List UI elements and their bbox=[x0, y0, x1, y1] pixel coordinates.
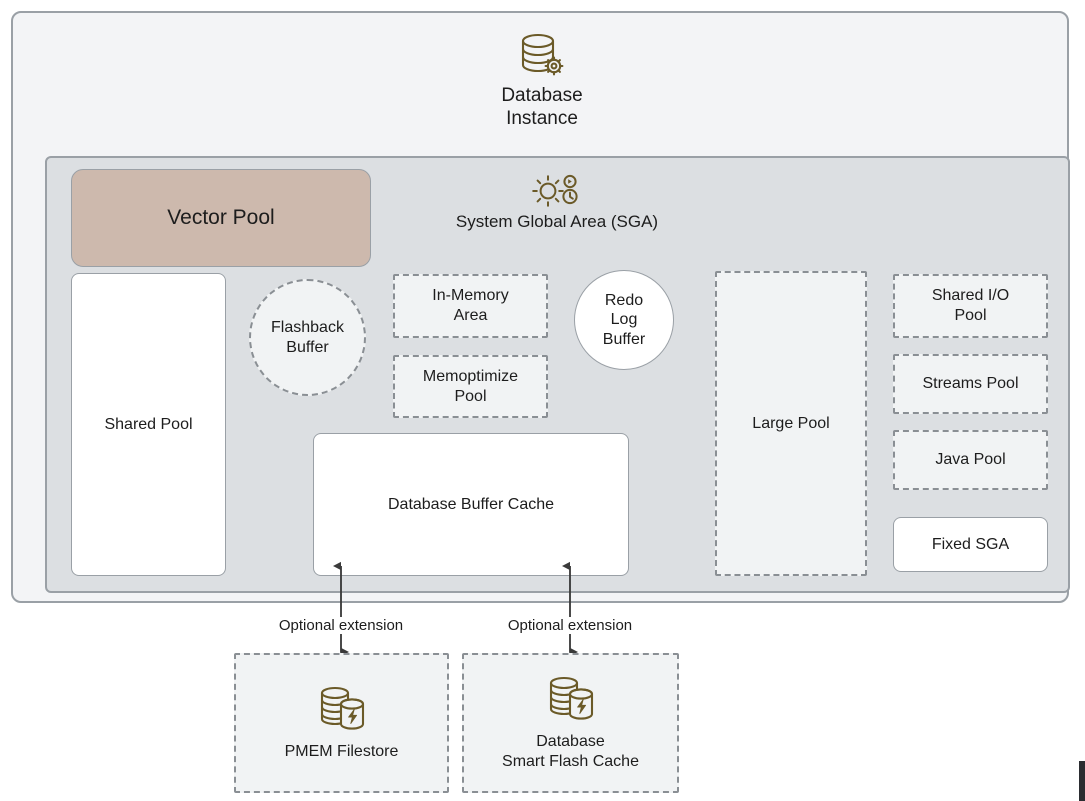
large-pool-label: Large Pool bbox=[752, 414, 830, 432]
corner-mark bbox=[1079, 761, 1085, 801]
sga-container: System Global Area (SGA) Vector Pool Sha… bbox=[45, 156, 1070, 593]
database-smart-flash-cache-block[interactable]: Database Smart Flash Cache bbox=[462, 653, 679, 793]
flashback-buffer-label: Flashback Buffer bbox=[271, 318, 344, 356]
streams-pool-label: Streams Pool bbox=[922, 375, 1019, 393]
flash-cache-connector-caption: Optional extension bbox=[502, 617, 638, 634]
vector-pool-block[interactable]: Vector Pool bbox=[71, 169, 371, 267]
database-flash-icon bbox=[544, 674, 598, 724]
database-buffer-cache-label: Database Buffer Cache bbox=[387, 495, 555, 513]
shared-pool-label: Shared Pool bbox=[104, 415, 193, 433]
flashback-buffer-block[interactable]: Flashback Buffer bbox=[249, 279, 366, 396]
shared-io-pool-block[interactable]: Shared I/O Pool bbox=[893, 274, 1048, 338]
fixed-sga-label: Fixed SGA bbox=[931, 535, 1010, 553]
sga-label: System Global Area (SGA) bbox=[455, 212, 659, 231]
redo-log-buffer-block[interactable]: Redo Log Buffer bbox=[574, 270, 674, 370]
pmem-connector-caption: Optional extension bbox=[273, 617, 409, 634]
database-smart-flash-cache-label: Database Smart Flash Cache bbox=[502, 733, 639, 770]
memoptimize-pool-block[interactable]: Memoptimize Pool bbox=[393, 355, 548, 418]
database-gear-icon bbox=[13, 31, 1071, 81]
in-memory-area-block[interactable]: In-Memory Area bbox=[393, 274, 548, 338]
redo-log-buffer-label: Redo Log Buffer bbox=[602, 291, 646, 348]
fixed-sga-block[interactable]: Fixed SGA bbox=[893, 517, 1048, 572]
in-memory-area-label: In-Memory Area bbox=[432, 287, 509, 324]
database-flash-icon bbox=[315, 684, 369, 734]
gear-clock-icon bbox=[347, 172, 767, 210]
shared-io-pool-label: Shared I/O Pool bbox=[931, 287, 1010, 324]
database-buffer-cache-block[interactable]: Database Buffer Cache bbox=[313, 433, 629, 576]
java-pool-block[interactable]: Java Pool bbox=[893, 430, 1048, 490]
database-instance-header: Database Instance bbox=[13, 31, 1071, 131]
large-pool-block[interactable]: Large Pool bbox=[715, 271, 867, 576]
database-instance-label: Database Instance bbox=[501, 85, 583, 129]
pmem-filestore-label: PMEM Filestore bbox=[284, 743, 399, 761]
sga-header: System Global Area (SGA) bbox=[347, 172, 767, 232]
streams-pool-block[interactable]: Streams Pool bbox=[893, 354, 1048, 414]
java-pool-label: Java Pool bbox=[935, 451, 1006, 469]
pmem-filestore-block[interactable]: PMEM Filestore bbox=[234, 653, 449, 793]
memoptimize-pool-label: Memoptimize Pool bbox=[422, 367, 519, 405]
database-instance-container: Database Instance System Global Area (SG… bbox=[11, 11, 1071, 603]
vector-pool-label: Vector Pool bbox=[167, 206, 275, 230]
shared-pool-block[interactable]: Shared Pool bbox=[71, 273, 226, 576]
